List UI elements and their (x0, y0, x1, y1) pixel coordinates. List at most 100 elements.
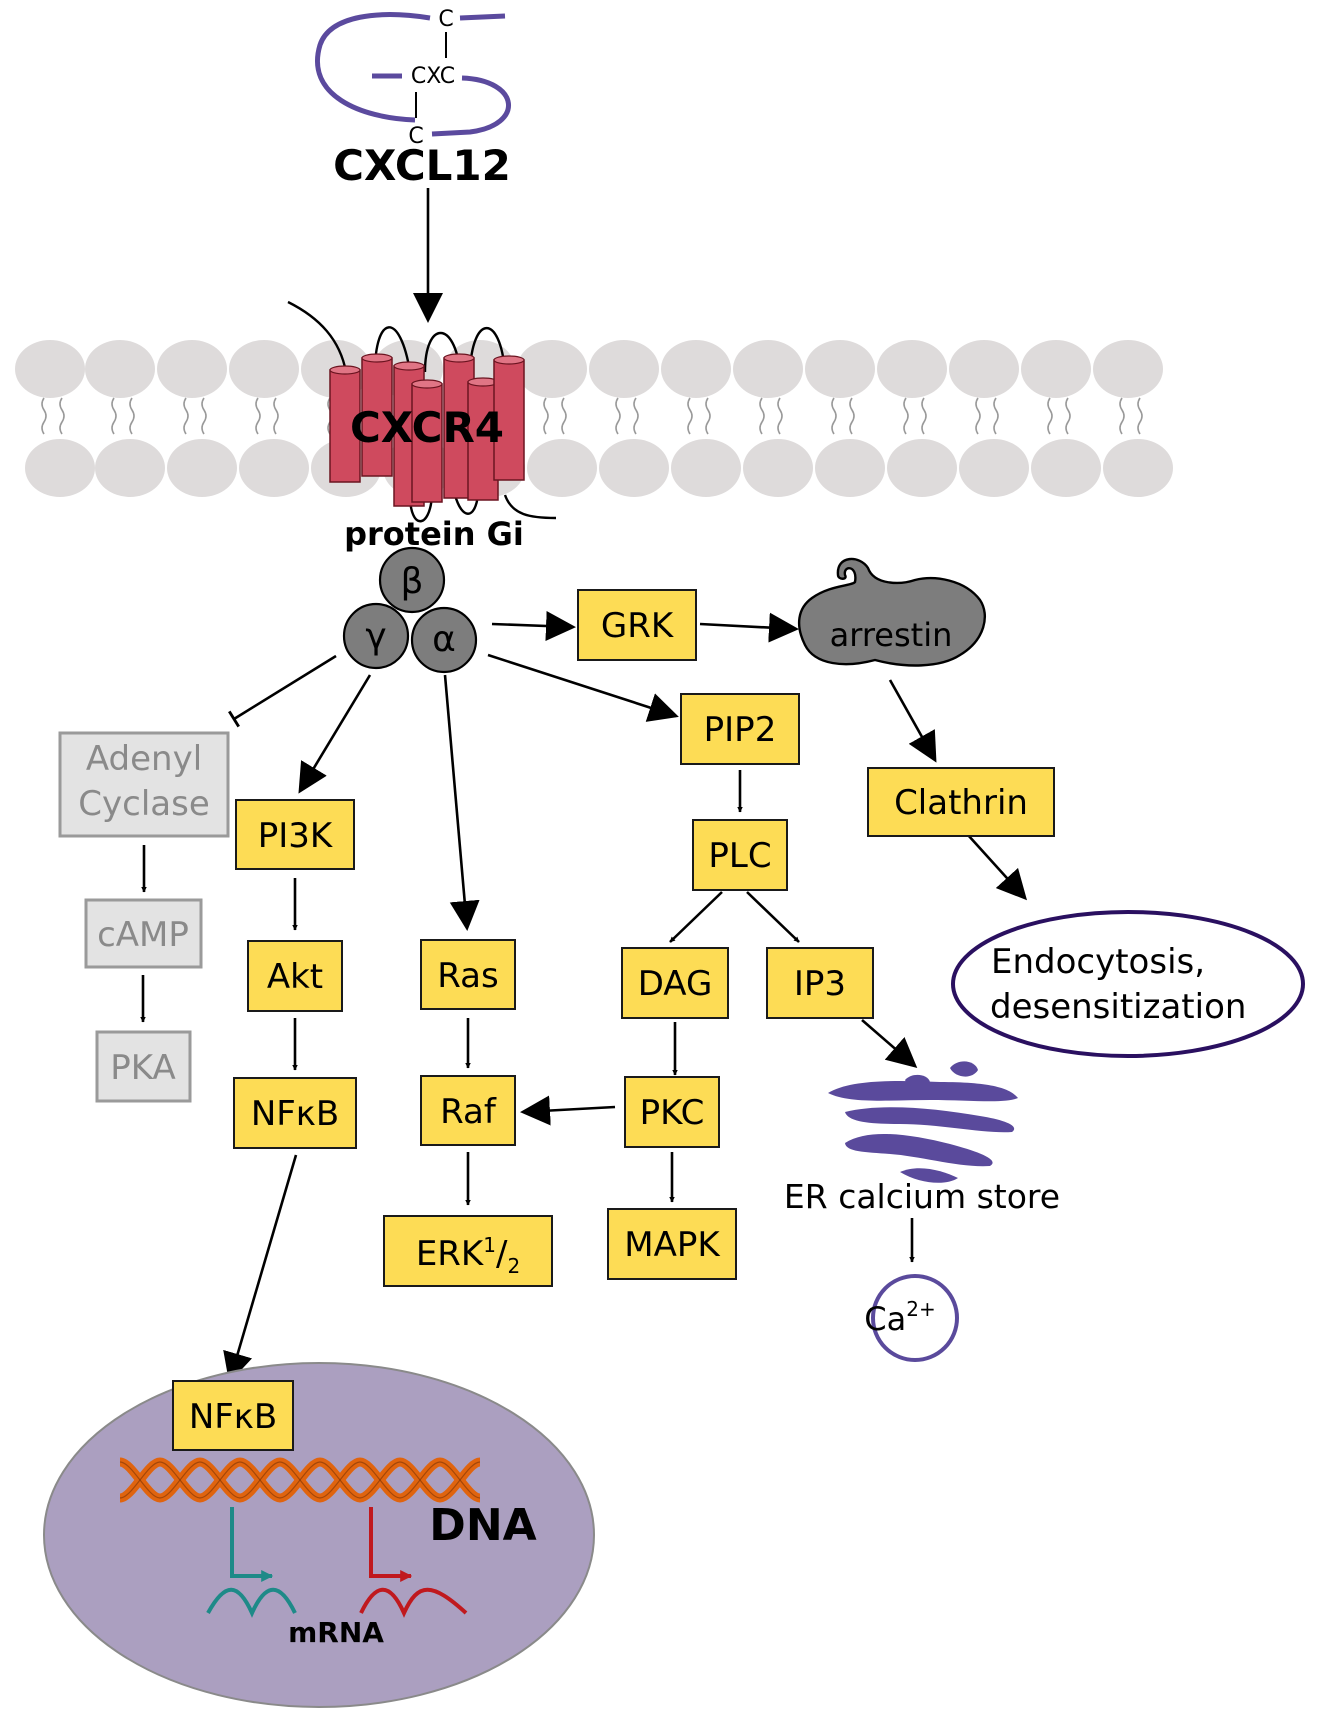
ip3-label: IP3 (794, 964, 846, 1004)
calcium-node: Ca2+ (864, 1274, 959, 1362)
ligand-motif-bottom: C (408, 124, 423, 149)
lipid-tail (1137, 397, 1143, 435)
clathrin-node: Clathrin (867, 767, 1055, 837)
ligand-motif-middle: CXC (411, 64, 455, 89)
camp-label: cAMP (97, 915, 189, 955)
lipid-tail (993, 397, 999, 435)
er-membrane-fold (950, 1061, 978, 1077)
arrow-plc-to-ip3 (746, 891, 800, 943)
adenyl-cyclase-line1: Adenyl (86, 739, 202, 779)
pkc-node: PKC (624, 1076, 720, 1148)
er-membrane-fold (900, 1168, 958, 1183)
lipid-head-inner (95, 439, 165, 497)
ras-label: Ras (437, 956, 498, 996)
ip3-node: IP3 (766, 947, 874, 1019)
lipid-head-outer (229, 340, 299, 398)
dna-helix-icon (118, 1457, 482, 1503)
grk-label: GRK (601, 606, 675, 646)
inhibit-adenyl-cyclase (228, 654, 337, 728)
ras-node: Ras (420, 939, 516, 1010)
arrow-plc-to-dag (669, 891, 723, 943)
receptor-loop (453, 494, 480, 515)
lipid-head-inner (25, 439, 95, 497)
transmembrane-helix (493, 359, 525, 481)
lipid-tail (543, 397, 549, 435)
lipid-head-inner (815, 439, 885, 497)
dna-label: DNA (429, 1500, 536, 1551)
pi3k-node: PI3K (235, 799, 355, 870)
helix-cap (393, 361, 425, 371)
mrna-red-icon (359, 1587, 468, 1618)
lipid-tail (1119, 397, 1125, 435)
arrow-to-pip2 (487, 653, 679, 722)
dag-label: DAG (638, 964, 713, 1004)
lipid-head-inner (239, 439, 309, 497)
lipid-head-inner (167, 439, 237, 497)
nucleus-nfkb-label: NFκB (189, 1397, 277, 1437)
lipid-head-outer (589, 340, 659, 398)
lipid-head-outer (517, 340, 587, 398)
ligand-chain-icon (315, 12, 431, 123)
lipid-head-inner (1103, 439, 1173, 497)
er-membrane-fold (845, 1107, 1015, 1133)
helix-cap (443, 353, 475, 363)
lipid-tail (59, 397, 65, 435)
lipid-tail (1047, 397, 1053, 435)
lipid-head-outer (1093, 340, 1163, 398)
arrow-arrestin-to-clathrin (888, 679, 937, 763)
erk-label: ERK1/2 (416, 1233, 520, 1278)
ligand-motif-top: C (438, 7, 453, 32)
lipid-tail (777, 397, 783, 435)
lipid-head-outer (1021, 340, 1091, 398)
camp-node: cAMP (84, 898, 203, 969)
lipid-head-inner (671, 439, 741, 497)
lipid-tail (273, 397, 279, 435)
pkc-label: PKC (640, 1093, 705, 1133)
adenyl-cyclase-node: Adenyl Cyclase (58, 731, 230, 838)
arrestin-shape (797, 557, 987, 667)
cxcr4-receptor: CXCR4 (287, 300, 557, 523)
lipid-head-outer (15, 340, 85, 398)
mrna-label: mRNA (288, 1616, 384, 1649)
helix-cap (329, 365, 361, 375)
transcription-start-red (369, 1507, 413, 1582)
transmembrane-helix (361, 357, 393, 477)
pka-node: PKA (95, 1030, 192, 1103)
lipid-tail (849, 397, 855, 435)
helix-cap (493, 355, 525, 365)
receptor-loop (287, 300, 348, 373)
transmembrane-helix (329, 369, 361, 483)
lipid-tail (561, 397, 567, 435)
arrow-to-ras (443, 674, 480, 931)
erk-node: ERK1/2 (383, 1215, 553, 1287)
endocytosis-label-line1: Endocytosis, (991, 942, 1205, 982)
transmembrane-helix (411, 383, 443, 503)
arrestin-node: arrestin (797, 557, 987, 667)
receptor-loop (503, 494, 557, 520)
plc-label: PLC (708, 836, 771, 876)
ggamma-subunit (342, 602, 410, 670)
pi3k-label: PI3K (258, 816, 334, 856)
lipid-tail (921, 397, 927, 435)
lipid-tail (831, 397, 837, 435)
nfkb-node: NFκB (233, 1077, 357, 1149)
ligand-chain-icon (431, 75, 511, 137)
galpha-subunit (410, 606, 478, 674)
arrestin-label: arrestin (830, 616, 953, 654)
lipid-head-outer (661, 340, 731, 398)
beta-label: β (401, 561, 424, 602)
akt-label: Akt (267, 957, 323, 997)
gprotein-label: protein Gi (344, 515, 524, 553)
lipid-tail (903, 397, 909, 435)
mapk-label: MAPK (624, 1225, 721, 1265)
er-membrane-fold (905, 1074, 930, 1088)
nfkb-label: NFκB (251, 1094, 339, 1134)
helix-cap (361, 353, 393, 363)
endocytosis-node: Endocytosis, desensitization (951, 910, 1305, 1058)
lipid-head-inner (1031, 439, 1101, 497)
raf-label: Raf (440, 1092, 497, 1132)
lipid-tail (129, 397, 135, 435)
lipid-tail (111, 397, 117, 435)
plc-node: PLC (692, 819, 788, 891)
